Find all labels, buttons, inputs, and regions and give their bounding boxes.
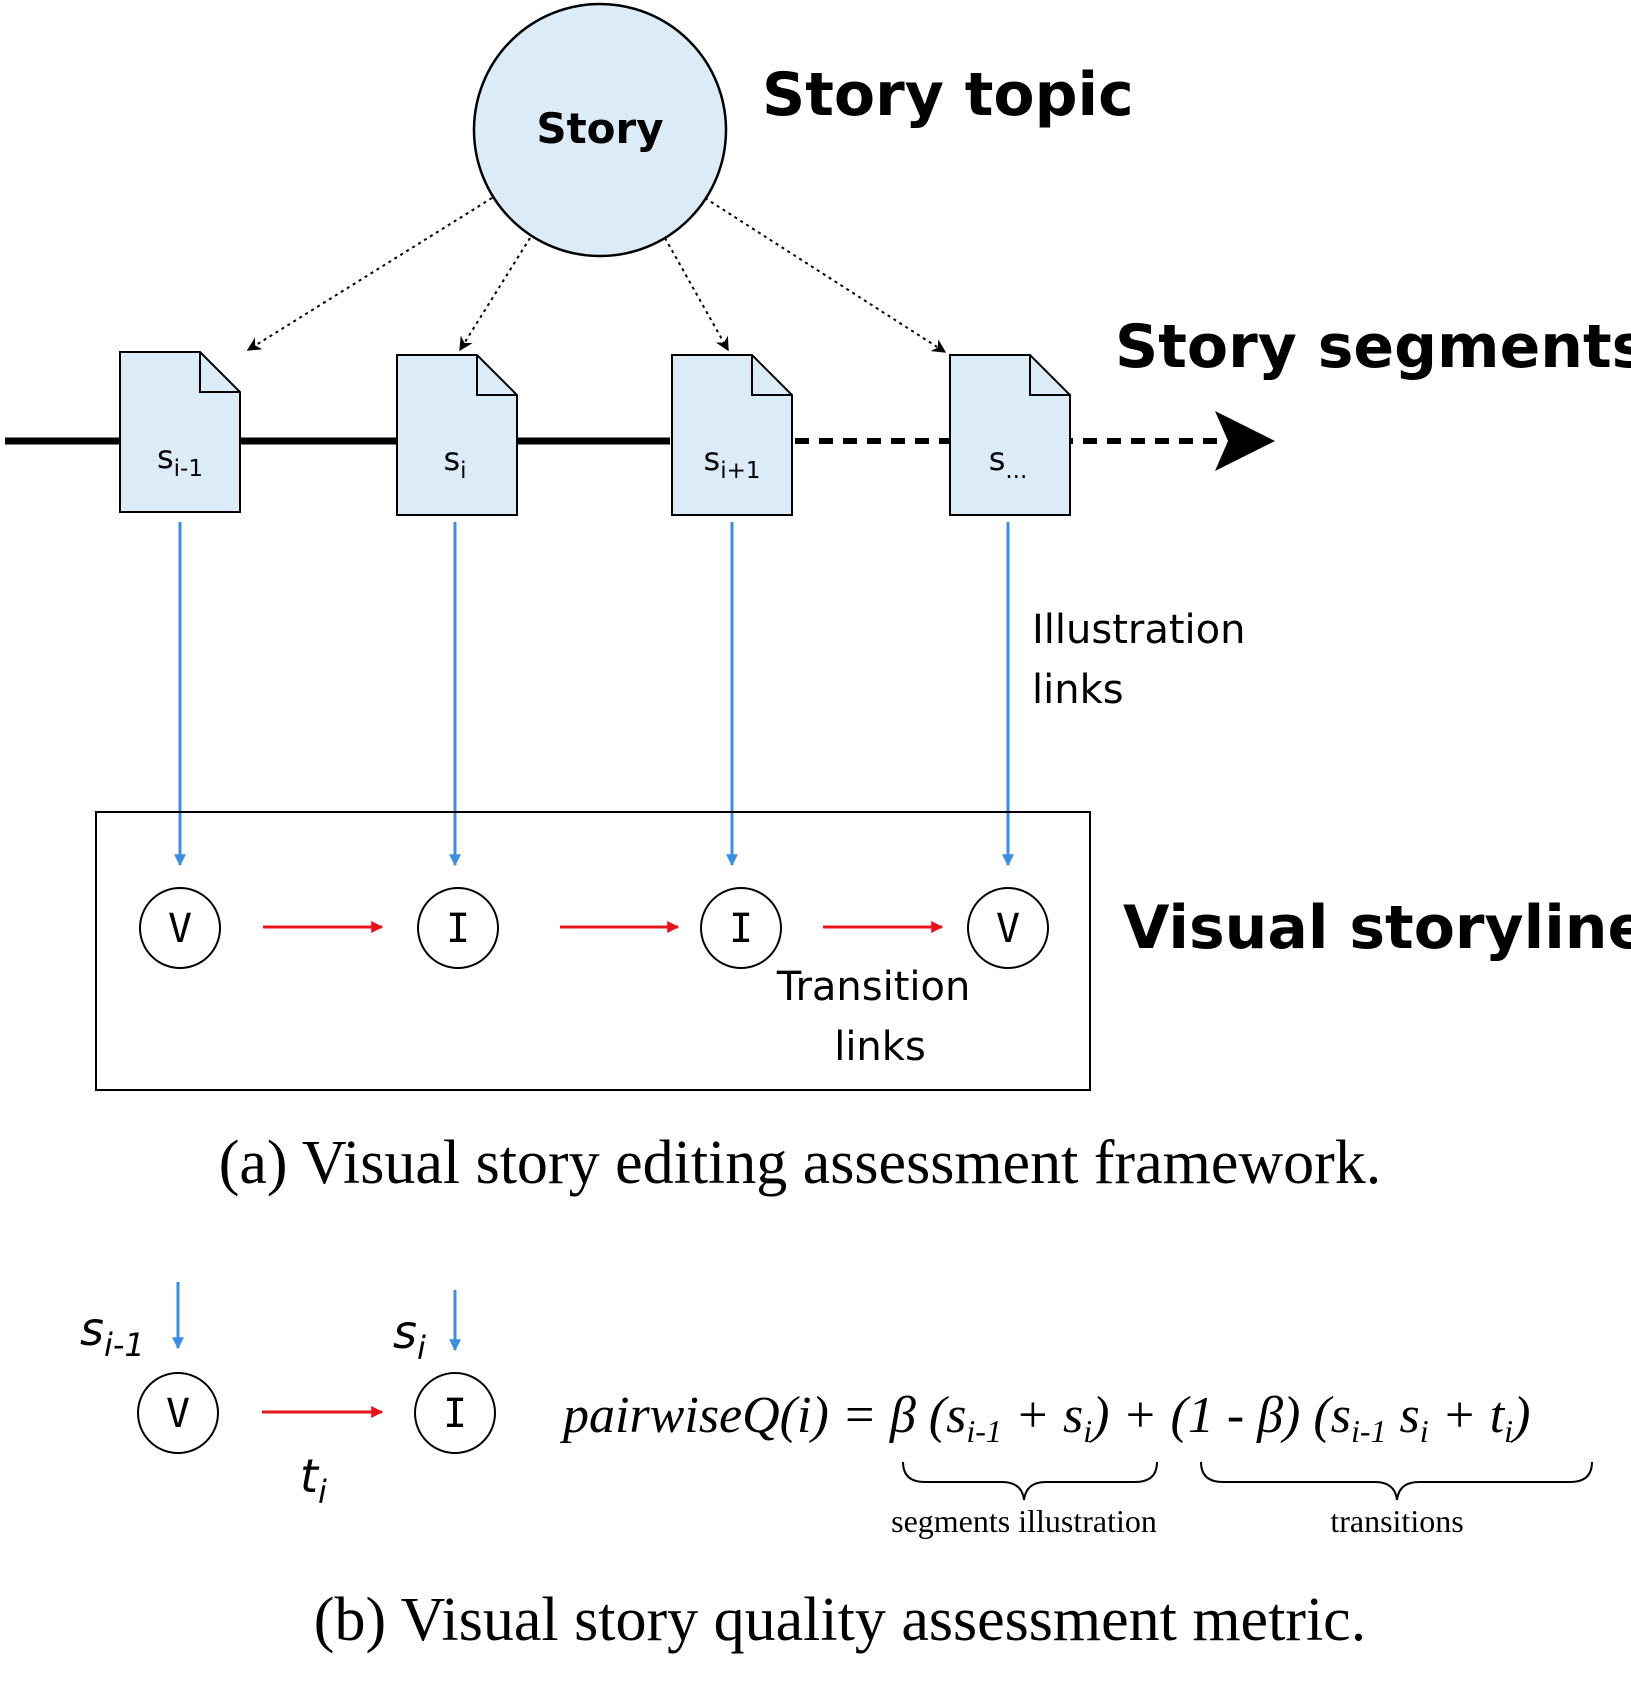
story-topic-label: Story topic [762, 60, 1134, 130]
topic-to-segment-links [246, 197, 947, 353]
segment-doc-2: si [396, 354, 518, 516]
brace-transitions [1200, 1461, 1593, 1501]
storyline-node-4 [967, 887, 1049, 969]
storyline-node-3 [700, 887, 782, 969]
visual-storyline-box [95, 811, 1091, 1091]
segment-documents: si-1 si si+1 s... [119, 351, 1071, 516]
story-topic-node-label: Story [536, 104, 663, 153]
transition-links-label: Transition links [776, 964, 983, 1070]
illustration-links-label: Illustration links [1032, 607, 1258, 713]
storyline-node-1 [139, 887, 221, 969]
brace-label-transitions: transitions [1330, 1503, 1463, 1539]
storyline-node-label-4: V [996, 906, 1020, 952]
brace-segments-illustration [902, 1461, 1158, 1501]
storyline-node-label-2: I [446, 906, 470, 952]
visual-storyline-label: Visual storyline [1123, 893, 1631, 963]
pair-right-node-label: I [443, 1391, 467, 1437]
pair-right-node [414, 1372, 496, 1454]
topic-link-3 [664, 237, 729, 352]
caption-b: (b) Visual story quality assessment metr… [314, 1586, 1366, 1654]
segment-label-2: si [443, 440, 466, 484]
timeline-arrowhead [1215, 411, 1275, 471]
pair-transition-label: ti [300, 1449, 327, 1511]
segment-label-3: si+1 [704, 440, 761, 484]
segment-doc-1: si-1 [119, 351, 241, 513]
story-topic-node [472, 2, 728, 258]
pair-right-segment-label: si [393, 1305, 426, 1367]
story-segments-label: Story segments [1115, 312, 1631, 382]
storyline-node-label-3: I [729, 906, 753, 952]
brace-label-segments-illustration: segments illustration [891, 1503, 1157, 1539]
pair-left-node-label: V [166, 1391, 190, 1437]
storyline-nodes: V I I V [139, 887, 1049, 969]
illustration-links [174, 522, 1014, 867]
segment-doc-4: s... [949, 354, 1071, 516]
segment-doc-3: si+1 [671, 354, 793, 516]
segment-label-1: si-1 [157, 438, 203, 482]
topic-link-2 [459, 237, 531, 352]
topic-link-1 [246, 197, 493, 351]
part-b-metric: si-1 si V I ti pairwiseQ(i) = β (si-1 + … [80, 1282, 1593, 1654]
segment-label-4: s... [989, 440, 1028, 484]
part-a-framework: Story Story topic Story segments si-1 [5, 2, 1631, 1197]
topic-link-4 [704, 197, 947, 353]
pairwise-formula: pairwiseQ(i) = β (si-1 + si) + (1 - β) (… [559, 1387, 1530, 1449]
segment-timeline [5, 411, 1275, 471]
caption-a: (a) Visual story editing assessment fram… [219, 1129, 1382, 1197]
storyline-node-label-1: V [168, 906, 192, 952]
storyline-node-2 [417, 887, 499, 969]
pair-left-segment-label: si-1 [80, 1302, 145, 1364]
pair-left-node [137, 1372, 219, 1454]
